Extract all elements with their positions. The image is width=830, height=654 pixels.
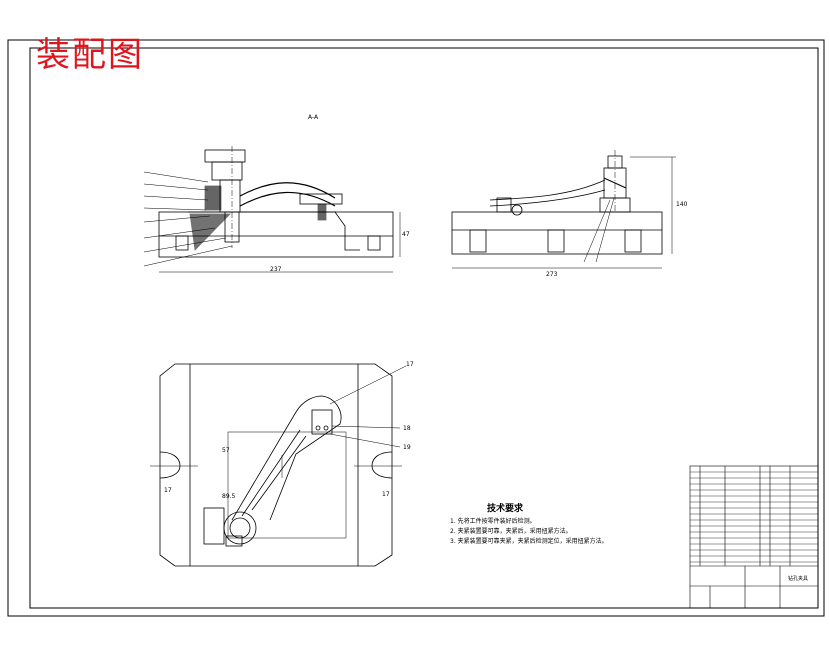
plan-view <box>150 363 407 567</box>
tech-req-item: 1. 先将工件按零件装好后检测。 <box>450 518 536 525</box>
outer-border <box>7 39 825 617</box>
section-label: A-A <box>308 114 319 121</box>
side-height-dim: 140 <box>676 201 688 208</box>
front-section-view <box>143 146 401 273</box>
tech-req-title: 技术要求 <box>487 504 524 514</box>
tech-req-item: 3. 夹紧装置要可靠夹紧，夹紧后检测定位，采用扭紧方法。 <box>450 538 608 545</box>
callout-19: 19 <box>403 444 411 451</box>
front-width-dim: 237 <box>270 266 282 273</box>
front-height-dim: 47 <box>402 231 410 238</box>
drawing-name: 钻孔夹具 <box>788 575 808 582</box>
parts-list <box>689 465 819 609</box>
side-width-dim: 273 <box>546 271 558 278</box>
inner-border <box>29 47 819 609</box>
callout-side-left: 17 <box>164 487 172 494</box>
stamp-title: 装配图 <box>36 35 144 75</box>
callout-side-right: 17 <box>382 491 390 498</box>
callout-18: 18 <box>403 425 411 432</box>
callout-17: 17 <box>406 361 414 368</box>
side-view <box>451 150 676 269</box>
plan-dim-a: 57 <box>222 447 230 454</box>
tech-req-item: 2. 夹紧装置要可靠，夹紧后，采用扭紧方法。 <box>450 528 572 535</box>
plan-dim-b: 89.5 <box>222 493 236 500</box>
parts-list-rows <box>690 471 818 563</box>
